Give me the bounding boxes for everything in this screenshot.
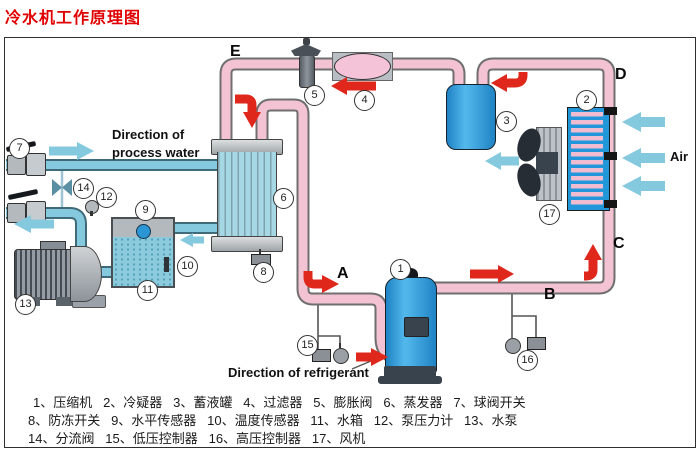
callout-10-temp-sensor: 10 bbox=[177, 256, 198, 277]
air-label: Air bbox=[670, 149, 689, 164]
low-pressure-gauge bbox=[333, 348, 349, 364]
point-label-a: A bbox=[337, 265, 349, 282]
page-title: 冷水机工作原理图 bbox=[5, 10, 142, 27]
compressor-base bbox=[384, 366, 436, 379]
temperature-sensor bbox=[164, 257, 169, 272]
callout-11-water-tank: 11 bbox=[137, 280, 158, 301]
callout-15-low-pressure-controller: 15 bbox=[297, 335, 318, 356]
high-pressure-gauge bbox=[505, 338, 521, 354]
ball-valve bbox=[26, 153, 46, 176]
callout-6-evaporator: 6 bbox=[273, 188, 294, 209]
point-label-c: C bbox=[613, 235, 625, 252]
compressor-panel bbox=[404, 317, 429, 337]
callout-13-water-pump: 13 bbox=[15, 294, 36, 315]
expansion-valve-stem bbox=[303, 38, 310, 45]
process-water-direction-label2: process water bbox=[112, 145, 200, 160]
point-label-b: B bbox=[544, 286, 556, 303]
evaporator bbox=[217, 152, 277, 237]
diverter-valve bbox=[52, 179, 62, 196]
diverter-valve bbox=[62, 179, 72, 196]
callout-12-pump-gauge: 12 bbox=[96, 187, 117, 208]
pipe-fitting bbox=[7, 203, 26, 223]
process-water-direction-label: Direction of bbox=[112, 127, 185, 142]
pump-foot bbox=[56, 297, 72, 306]
condenser-coil bbox=[571, 112, 603, 206]
water-tank bbox=[111, 217, 175, 288]
callout-5-expansion-valve: 5 bbox=[304, 85, 325, 106]
callout-14-diverter-valve: 14 bbox=[73, 178, 94, 199]
callout-16-high-pressure-controller: 16 bbox=[517, 350, 538, 371]
callout-2-condenser: 2 bbox=[576, 90, 597, 111]
legend-line-2: 8、防冻开关 9、水平传感器 10、温度传感器 11、水箱 12、泵压力计 13… bbox=[28, 413, 518, 428]
condenser-header-top bbox=[604, 107, 617, 115]
fan-hub bbox=[536, 152, 558, 174]
callout-1-compressor: 1 bbox=[390, 259, 411, 280]
legend-line-3: 14、分流阀 15、低压控制器 16、高压控制器 17、风机 bbox=[28, 431, 366, 446]
ball-valve bbox=[26, 201, 46, 224]
filter bbox=[334, 53, 391, 80]
callout-3-receiver: 3 bbox=[496, 111, 517, 132]
refrigerant-direction-label: Direction of refrigerant bbox=[228, 365, 369, 380]
point-label-e: E bbox=[230, 43, 241, 60]
callout-17-fan: 17 bbox=[539, 204, 560, 225]
legend-line-1: 1、压缩机 2、冷疑器 3、蓄液罐 4、过滤器 5、膨胀阀 6、蒸发器 7、球阀… bbox=[33, 395, 526, 410]
callout-8-antifreeze-switch: 8 bbox=[253, 262, 274, 283]
evaporator-bottom-cap bbox=[211, 236, 283, 252]
callout-9-level-sensor: 9 bbox=[135, 200, 156, 221]
callout-4-filter: 4 bbox=[354, 90, 375, 111]
gauge-stem bbox=[90, 211, 93, 216]
tank-water bbox=[113, 237, 173, 286]
compressor-base-plate bbox=[378, 376, 442, 384]
callout-7-ball-valve: 7 bbox=[9, 138, 30, 159]
level-sensor-float bbox=[136, 224, 151, 239]
liquid-receiver bbox=[446, 84, 496, 150]
high-pressure-controller bbox=[527, 337, 546, 350]
condenser-header-mid bbox=[604, 152, 617, 160]
condenser-header-bottom bbox=[604, 200, 617, 208]
pump-motor bbox=[14, 249, 74, 300]
point-label-d: D bbox=[615, 66, 627, 83]
expansion-valve bbox=[299, 55, 315, 88]
